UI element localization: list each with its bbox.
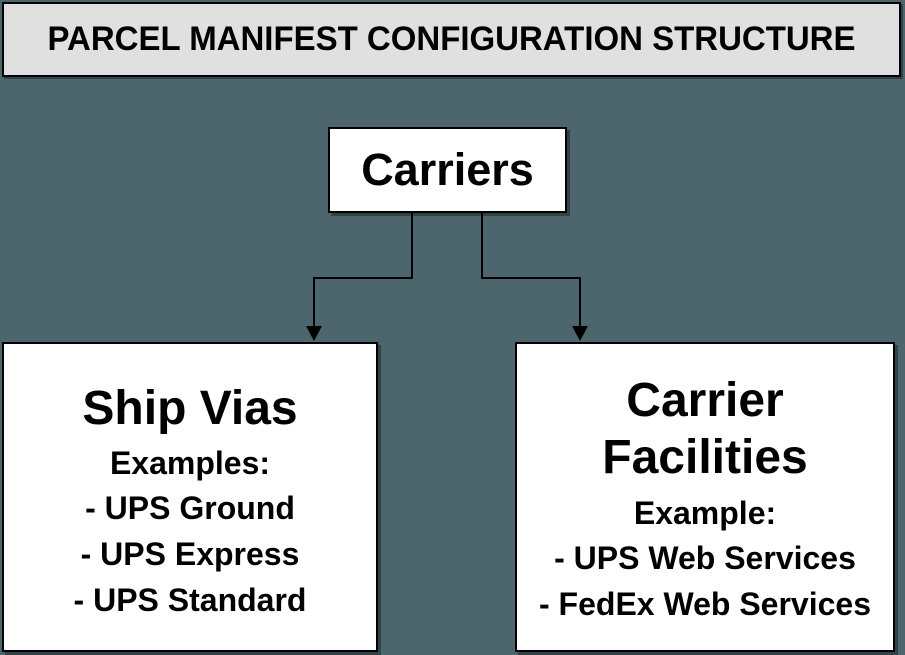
- ship-via-item: - UPS Standard: [73, 582, 307, 618]
- node-carriers: Carriers: [328, 127, 567, 213]
- node-carrier-facilities-items: - UPS Web Services - FedEx Web Services: [517, 535, 893, 627]
- node-ship-vias-title: Ship Vias: [82, 382, 298, 435]
- connector-left: [313, 213, 413, 328]
- arrowhead-left: [306, 326, 322, 341]
- ship-via-item: - UPS Express: [80, 536, 300, 572]
- node-carrier-facilities-subtitle: Example:: [633, 495, 777, 531]
- node-ship-vias-items: - UPS Ground - UPS Express - UPS Standar…: [4, 485, 376, 623]
- ship-via-item: - UPS Ground: [85, 490, 295, 526]
- node-carrier-facilities-title: Carrier Facilities: [602, 374, 808, 484]
- node-carrier-facilities: Carrier Facilities Example: - UPS Web Se…: [515, 342, 895, 652]
- arrowhead-right: [572, 326, 588, 341]
- diagram-title: PARCEL MANIFEST CONFIGURATION STRUCTURE: [47, 20, 856, 58]
- connector-arrows: [306, 213, 588, 341]
- carrier-facility-item: - UPS Web Services: [554, 540, 856, 576]
- diagram-title-bar: PARCEL MANIFEST CONFIGURATION STRUCTURE: [2, 2, 901, 77]
- node-ship-vias-subtitle: Examples:: [109, 445, 271, 481]
- carrier-facility-item: - FedEx Web Services: [539, 586, 871, 622]
- node-ship-vias: Ship Vias Examples: - UPS Ground - UPS E…: [2, 342, 378, 652]
- connector-right: [481, 213, 581, 328]
- node-carriers-label: Carriers: [361, 144, 534, 195]
